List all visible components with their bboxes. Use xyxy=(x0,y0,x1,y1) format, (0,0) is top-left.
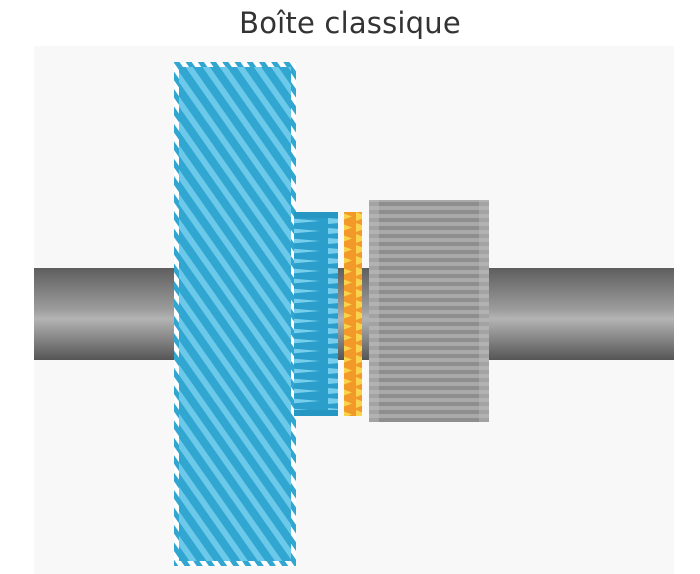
gear-hub xyxy=(294,212,338,416)
large-gear xyxy=(179,67,291,561)
gearbox-diagram xyxy=(34,46,674,574)
diagram-title: Boîte classique xyxy=(239,6,461,40)
gear-hub-bottom-edge xyxy=(294,410,338,416)
gear-hub-top-edge xyxy=(294,212,338,218)
gearbox-svg xyxy=(34,46,674,574)
sliding-sleeve xyxy=(369,200,489,422)
synchro-ring xyxy=(344,212,362,416)
sliding-sleeve-right-highlight xyxy=(479,200,489,422)
sliding-sleeve-left-highlight xyxy=(369,200,379,422)
